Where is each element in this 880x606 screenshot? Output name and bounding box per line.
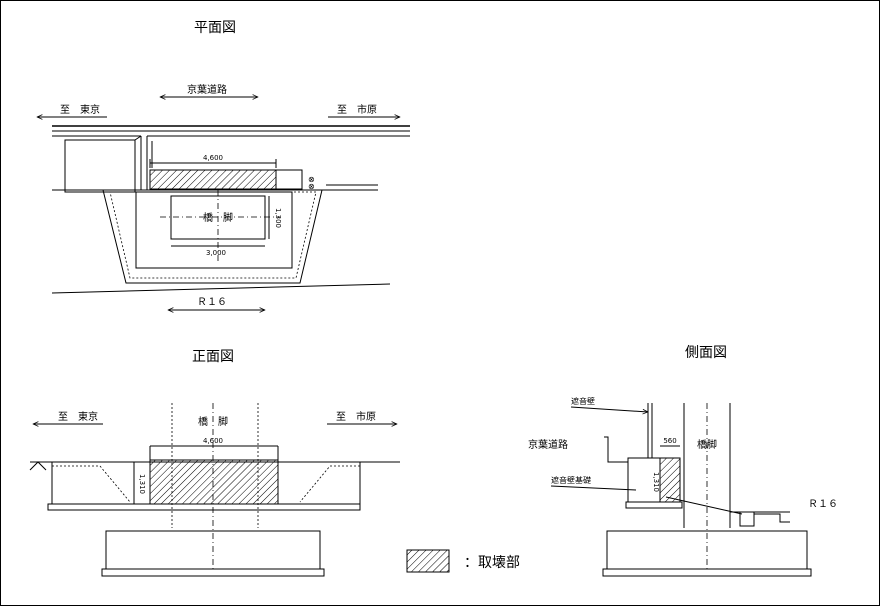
plan-demolition-strip (149, 169, 277, 190)
side-dim-top: 560 (663, 437, 676, 445)
side-demolition (659, 457, 681, 503)
front-to-tokyo: 至 東京 (58, 410, 98, 423)
plan-pier-label: 橋 脚 (203, 211, 233, 224)
side-wall-base-label: 遮音壁基礎 (551, 475, 591, 485)
legend: ：取壊部 (406, 549, 520, 573)
front-dim-width: 4,600 (203, 437, 223, 445)
plan-ground-line (51, 283, 391, 294)
legend-swatch (406, 549, 450, 573)
plan-title: 平面図 (194, 20, 236, 36)
front-demolition (149, 459, 279, 505)
plan-road-label: 京葉道路 (187, 83, 227, 96)
front-to-ichihara: 至 市原 (336, 410, 376, 423)
side-wall-label: 遮音壁 (571, 396, 595, 406)
legend-label: ：取壊部 (464, 555, 520, 571)
plan-route: Ｒ１６ (197, 297, 227, 308)
plan-view: 平面図 京葉道路 至 東京 至 市原 ⊗ ⊗ 4,600 (37, 20, 410, 310)
excavation-outline (102, 189, 323, 284)
plan-dim-inner: 3,000 (206, 249, 226, 257)
svg-text:⊗: ⊗ (308, 175, 315, 184)
plan-wall-end (275, 169, 303, 190)
plan-footing (135, 191, 293, 269)
svg-text:⊗: ⊗ (308, 182, 315, 191)
side-road-label: 京葉道路 (528, 438, 568, 451)
plan-dim-width: 4,600 (203, 154, 223, 162)
side-pier-label: 橋脚 (697, 438, 717, 451)
front-view: 正面図 至 東京 至 市原 橋 脚 4,600 1,310 (29, 349, 400, 577)
front-title: 正面図 (192, 349, 234, 365)
side-curb (739, 511, 755, 527)
side-dim-height: 1,310 (652, 472, 660, 492)
side-view: 側面図 遮音壁 橋脚 京葉道路 560 1,310 遮音壁基礎 Ｒ１６ (528, 345, 838, 577)
side-title: 側面図 (685, 345, 727, 361)
plan-to-tokyo: 至 東京 (60, 103, 100, 116)
front-base-strip (47, 503, 361, 511)
plan-dim-height: 1,300 (274, 208, 282, 228)
left-block (64, 139, 136, 193)
plan-to-ichihara: 至 市原 (337, 103, 377, 116)
side-route: Ｒ１６ (808, 499, 838, 510)
front-dim-height: 1,310 (138, 474, 146, 494)
